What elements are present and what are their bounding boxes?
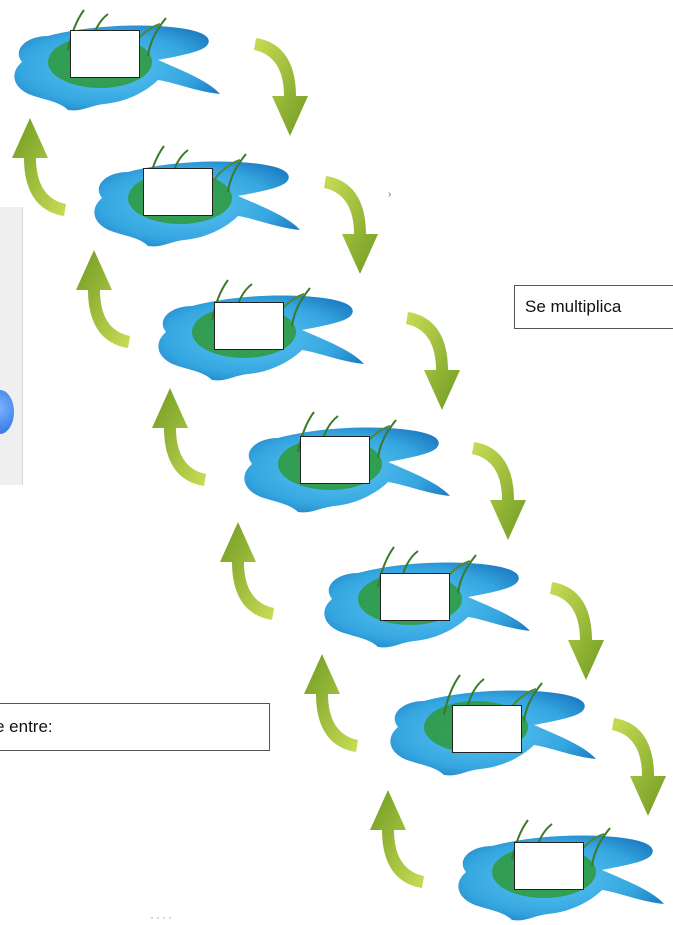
curved-arrow-down-icon (612, 718, 666, 816)
footer-dots: ···· (150, 910, 174, 924)
curved-arrow-up-icon (304, 654, 358, 752)
multiply-text: Se multiplica (525, 297, 622, 316)
blank-label-box[interactable] (300, 436, 370, 484)
curved-arrow-down-icon (324, 176, 378, 274)
curved-arrow-up-icon (76, 250, 130, 348)
blank-label-box[interactable] (452, 705, 522, 753)
curved-arrow-down-icon (406, 312, 460, 410)
blank-label-box[interactable] (214, 302, 284, 350)
curved-arrow-down-icon (254, 38, 308, 136)
between-text: e entre: (0, 717, 53, 736)
curved-arrow-up-icon (12, 118, 66, 216)
blue-circle-icon (0, 390, 14, 434)
between-text-box: e entre: (0, 703, 270, 751)
multiply-text-box: Se multiplica (514, 285, 673, 329)
small-mark: › (388, 189, 392, 200)
curved-arrow-up-icon (220, 522, 274, 620)
blank-label-box[interactable] (380, 573, 450, 621)
blank-label-box[interactable] (143, 168, 213, 216)
curved-arrow-down-icon (550, 582, 604, 680)
curved-arrow-up-icon (152, 388, 206, 486)
curved-arrow-down-icon (472, 442, 526, 540)
blank-label-box[interactable] (514, 842, 584, 890)
blank-label-box[interactable] (70, 30, 140, 78)
curved-arrow-up-icon (370, 790, 424, 888)
